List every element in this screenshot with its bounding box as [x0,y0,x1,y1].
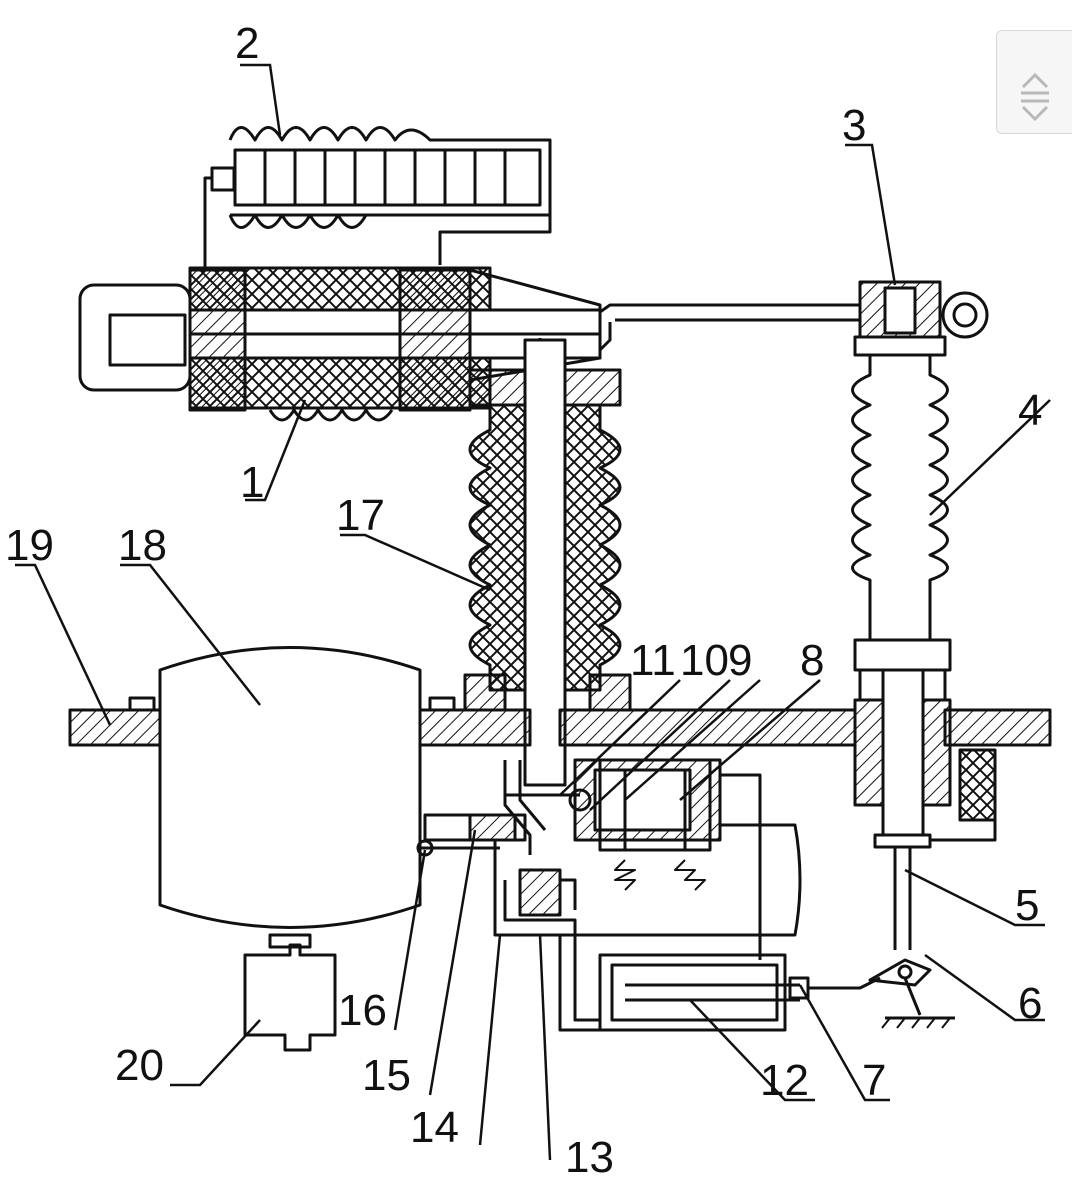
label-12: 12 [760,1056,809,1105]
label-8: 8 [800,636,824,685]
leader-15 [428,829,477,1096]
part-12-cylinder [598,953,881,1032]
leader-9 [624,679,761,801]
connecting-rod [598,303,860,352]
label-11: 11 [630,636,676,685]
leader-14 [478,934,502,1146]
label-19: 19 [5,521,54,570]
leader-8 [679,679,821,801]
leader-1 [245,399,307,502]
label-9: 9 [728,636,752,685]
label-17: 17 [336,491,385,540]
scroll-handle-button[interactable] [996,30,1072,134]
label-6: 6 [1018,979,1042,1028]
part-3-clamp [853,280,989,357]
label-5: 5 [1015,881,1039,930]
scroll-handle-icon [1021,72,1049,122]
leader-13 [538,934,552,1161]
part-18-tank [158,646,422,949]
label-18: 18 [118,521,167,570]
label-10: 10 [680,636,729,685]
label-2: 2 [235,19,259,68]
leader-20 [170,1019,261,1087]
part-17-insulator [463,338,632,787]
leader-6 [924,953,1045,1022]
lower-linkage [416,760,600,1032]
label-16: 16 [338,986,387,1035]
leader-12 [689,999,815,1102]
leader-5 [904,868,1045,927]
leader-18 [120,563,261,706]
leader-7 [798,984,890,1102]
label-7: 7 [862,1056,886,1105]
part-1-bushing [78,266,602,422]
leader-11 [559,679,681,796]
part-6-pivot [868,958,955,1029]
part-20-foot [243,943,337,1052]
label-20: 20 [115,1041,164,1090]
label-4: 4 [1018,386,1042,435]
label-3: 3 [842,101,866,150]
leader-19 [15,563,112,726]
leader-3 [845,143,897,286]
part-labels: 2 3 4 1 17 18 19 11 10 9 8 5 6 7 12 16 1… [5,19,1042,1180]
leader-17 [340,533,491,592]
label-15: 15 [362,1051,411,1100]
leader-lines [15,63,1051,1161]
leader-4 [929,399,1051,516]
mechanism-block [505,758,802,960]
part-5-shaft [853,668,997,950]
leader-10 [589,679,731,811]
leader-2 [240,63,282,136]
label-1: 1 [240,458,264,507]
leader-16 [393,849,427,1031]
label-14: 14 [410,1103,459,1152]
part-2-insulator [203,126,552,270]
part-4-insulator [851,355,952,702]
label-13: 13 [565,1133,614,1180]
